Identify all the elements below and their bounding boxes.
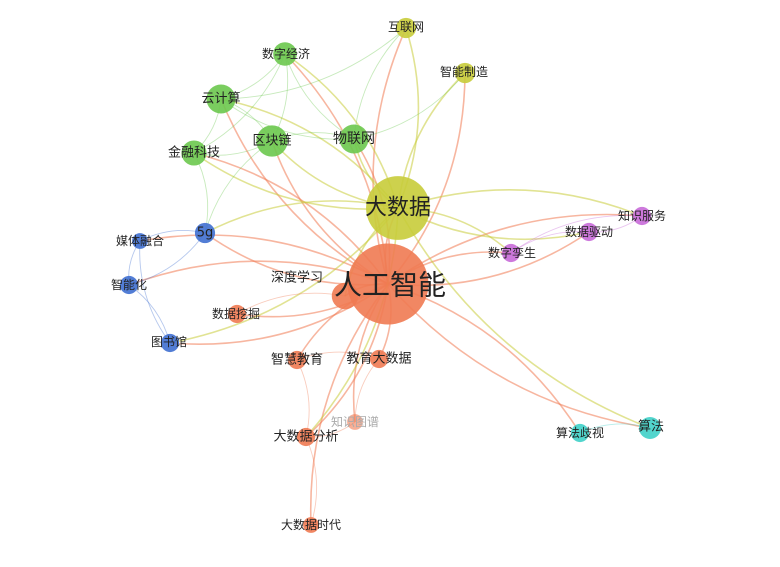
node-digecon[interactable] bbox=[273, 42, 297, 66]
node-label-media: 媒体融合 bbox=[116, 233, 164, 248]
node-label-knowserv: 知识服务 bbox=[618, 208, 666, 223]
node-label-bda: 大数据分析 bbox=[273, 430, 338, 445]
node-label-5g: 5g bbox=[197, 226, 214, 241]
node-label-ai: 人工智能 bbox=[334, 269, 446, 302]
node-label-algo: 算法 bbox=[638, 420, 664, 435]
node-label-edudata: 教育大数据 bbox=[346, 351, 411, 367]
node-label-intel: 智能化 bbox=[111, 277, 147, 292]
node-ai[interactable] bbox=[347, 243, 429, 325]
node-label-blockchain: 区块链 bbox=[252, 134, 291, 149]
node-label-library: 图书馆 bbox=[151, 334, 187, 349]
node-blockchain[interactable] bbox=[256, 125, 288, 157]
node-smartedu[interactable] bbox=[287, 350, 307, 370]
node-datamining[interactable] bbox=[227, 304, 247, 324]
node-label-bdera: 大数据时代 bbox=[281, 517, 341, 532]
edge-iot-smartmfg bbox=[353, 72, 466, 140]
node-library[interactable] bbox=[160, 333, 180, 353]
node-datadrive[interactable] bbox=[579, 222, 599, 242]
node-5g[interactable] bbox=[194, 222, 216, 244]
node-cloud[interactable] bbox=[206, 84, 236, 114]
node-bigdata[interactable] bbox=[366, 176, 430, 240]
node-iot[interactable] bbox=[339, 124, 369, 154]
edge-twin-knowserv bbox=[510, 215, 643, 254]
node-label-cloud: 云计算 bbox=[201, 92, 240, 107]
edge-smartedu-bda bbox=[296, 359, 310, 438]
edge-edudata-kgraph bbox=[354, 358, 380, 423]
node-label-internet: 互联网 bbox=[388, 20, 424, 34]
node-internet[interactable] bbox=[395, 17, 417, 39]
node-bda[interactable] bbox=[296, 427, 316, 447]
edge-media-library bbox=[139, 240, 171, 344]
edge-iot-internet bbox=[353, 27, 407, 140]
node-label-fintech: 金融科技 bbox=[168, 145, 220, 161]
node-algosee[interactable] bbox=[570, 423, 590, 443]
edge-bigdata-knowserv bbox=[397, 189, 643, 217]
node-label-digecon: 数字经济 bbox=[262, 46, 310, 61]
edge-bigdata-algo bbox=[397, 207, 651, 429]
edge-bigdata-library bbox=[169, 207, 399, 344]
node-label-smartmfg: 智能制造 bbox=[440, 64, 488, 79]
node-label-kgraph: 知识图谱 bbox=[331, 415, 379, 429]
node-label-datadrive: 数据驱动 bbox=[565, 224, 613, 239]
node-twin[interactable] bbox=[501, 243, 521, 263]
node-label-algosee: 算法歧视 bbox=[556, 425, 604, 440]
node-edudata[interactable] bbox=[369, 349, 389, 369]
node-label-bigdata: 大数据 bbox=[365, 196, 431, 221]
node-algo[interactable] bbox=[639, 417, 661, 439]
node-bdera[interactable] bbox=[303, 517, 319, 533]
node-layer bbox=[119, 17, 661, 533]
node-smartmfg[interactable] bbox=[454, 62, 476, 84]
node-deeplearn[interactable] bbox=[331, 282, 359, 310]
node-label-deeplearn: 深度学习 bbox=[271, 270, 323, 286]
node-label-iot: 物联网 bbox=[333, 131, 375, 147]
edge-iot-digecon bbox=[284, 53, 355, 140]
node-intel[interactable] bbox=[119, 275, 139, 295]
node-label-datamining: 数据挖掘 bbox=[212, 306, 260, 321]
edge-ai-algo bbox=[387, 283, 651, 429]
node-label-smartedu: 智慧教育 bbox=[271, 352, 323, 368]
node-media[interactable] bbox=[132, 233, 148, 249]
edge-bda-bdera bbox=[305, 436, 318, 526]
edge-fintech-digecon bbox=[193, 53, 286, 154]
edge-bigdata-bda bbox=[305, 207, 399, 438]
node-label-twin: 数字孪生 bbox=[488, 245, 536, 260]
node-kgraph[interactable] bbox=[347, 414, 363, 430]
edge-cloud-internet bbox=[220, 27, 407, 100]
node-knowserv[interactable] bbox=[632, 206, 652, 226]
node-fintech[interactable] bbox=[181, 140, 207, 166]
